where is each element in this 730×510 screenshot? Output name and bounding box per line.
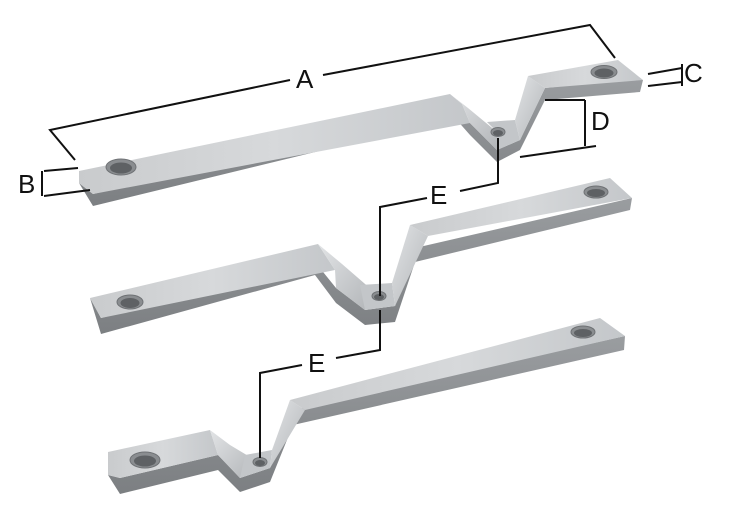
dimension-e-upper-line-left <box>379 197 428 296</box>
bar-top-hole-right <box>590 65 618 79</box>
bar-bottom-side-face <box>108 336 625 494</box>
bar-middle-face-slope-down <box>318 244 372 310</box>
bar-middle-face-right <box>410 178 632 236</box>
dimension-c: C <box>647 58 703 88</box>
bar-top-face-right <box>528 60 643 88</box>
dimension-e-upper: E <box>379 138 499 296</box>
bar-top-face-slope-down <box>450 94 497 150</box>
bar-middle-face-slope-up <box>392 225 428 306</box>
bar-top-side-face <box>79 80 643 206</box>
bar-middle-hole-right <box>583 185 609 199</box>
dimension-c-extension-top <box>647 67 683 75</box>
dimension-e-upper-label: E <box>430 180 447 210</box>
dimension-b: B <box>18 167 91 199</box>
dimension-d-label: D <box>591 106 610 136</box>
dimension-a: A <box>48 23 616 161</box>
dimension-e-lower: E <box>259 310 381 458</box>
bar-middle-face-left <box>90 244 335 318</box>
bar-bottom-hole-right <box>570 325 596 339</box>
dimension-e-upper-line <box>459 138 499 192</box>
bar-top <box>79 60 643 206</box>
dimension-b-extension-bottom <box>43 189 91 197</box>
bar-bottom-hole-middle <box>252 457 268 467</box>
dimension-a-line-left <box>48 79 291 161</box>
dimension-e-lower-line-left <box>259 364 303 458</box>
bar-bottom <box>108 318 625 494</box>
dimension-b-label: B <box>18 169 35 199</box>
bar-middle <box>90 178 632 334</box>
bar-bottom-face-slope-up <box>270 400 305 468</box>
bar-top-face-slope-up <box>515 76 545 140</box>
bar-top-hole-middle <box>490 127 506 137</box>
bar-bottom-hole-left <box>129 451 161 469</box>
bar-top-face-left <box>79 94 470 194</box>
dimension-d-extension-bottom <box>519 145 597 158</box>
dimension-a-label: A <box>296 64 314 94</box>
dimension-a-line-right <box>322 23 616 76</box>
bar-bottom-face-right <box>290 318 625 410</box>
bar-middle-hole-left <box>116 294 144 310</box>
dimension-e-lower-line <box>335 310 381 359</box>
bar-top-hole-left <box>105 158 137 176</box>
dimension-c-label: C <box>684 58 703 88</box>
dimension-b-extension-top <box>43 167 79 172</box>
dimension-c-extension-bottom <box>647 81 683 87</box>
bar-middle-side-face <box>90 198 632 334</box>
dimension-d: D <box>519 99 610 158</box>
dimension-e-lower-label: E <box>308 348 325 378</box>
